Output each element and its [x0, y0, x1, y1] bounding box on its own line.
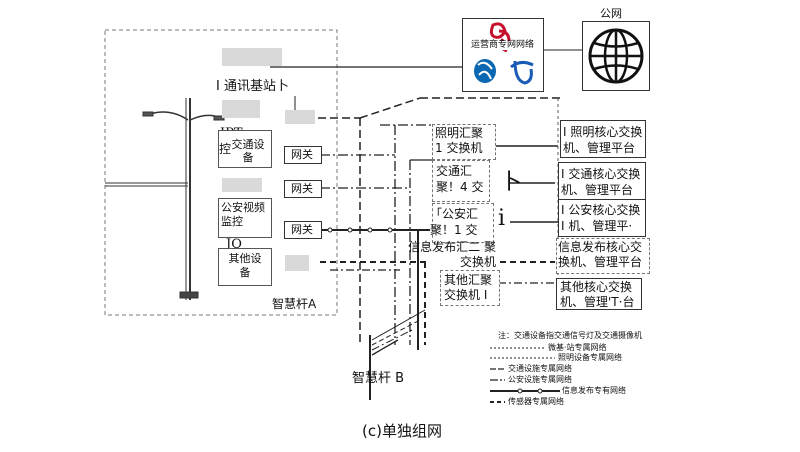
legend-item: 公安设施专属网络 [508, 375, 572, 384]
operator-box [462, 18, 544, 92]
police-aggregation-box [432, 203, 494, 243]
info-aggregation-label: 信息发布汇二 聚交换机 [408, 240, 496, 269]
lighting-unit [222, 100, 260, 118]
gateway-police: 网关 [284, 221, 322, 239]
traffic-camera-unit [222, 178, 262, 192]
china-mobile-logo [474, 59, 496, 83]
pole-a-frame [104, 29, 338, 316]
internet-box [582, 21, 650, 91]
traffic-device-label: 交通设备 [231, 138, 265, 164]
figure-caption: (c)单独组网 [362, 422, 442, 440]
police-core-box [558, 199, 646, 237]
mark-bu: 卜 [500, 170, 523, 195]
base-station-unit [222, 48, 282, 66]
pole-a-label: 智慧杆A [272, 297, 317, 311]
legend-item: 照明设备专属网络 [558, 353, 622, 362]
gateway-label: 网关 [291, 223, 313, 236]
base-station-label: I 通讯基站卜 [216, 79, 289, 94]
legend-note: 注：交通设备指交通信号灯及交通摄像机 [498, 331, 642, 340]
legend-item: 信息发布专有网络 [562, 386, 626, 395]
operators-label: 运营商专网网络 [470, 40, 536, 50]
other-device-label: 其他设备 [228, 252, 262, 279]
gateway-lighting: 网关 [284, 146, 322, 164]
pole-b-label: 智慧杆 B [352, 371, 405, 386]
other-aggregation-box [440, 270, 500, 306]
other-device-box [218, 248, 272, 286]
police-core-label: I 公安核心交换 I 机、管理平· [561, 203, 641, 233]
micro-unit [285, 110, 315, 124]
light-pole-drawing [105, 98, 225, 300]
gateway-label: 网关 [291, 148, 313, 161]
gateway-label: 网关 [291, 182, 313, 195]
traffic-aggregation-label: 交通汇聚！4 交 [436, 164, 484, 194]
lighting-core-label: I 照明核心交换 机、管理平台 [563, 125, 643, 155]
lighting-core-box [560, 120, 646, 158]
jo-text: JO [226, 237, 242, 252]
lighting-aggregation-box [432, 124, 496, 160]
police-video-label: 公安视频监控 [221, 201, 265, 228]
traffic-aggregation-box [432, 160, 490, 202]
mark-i: i [498, 206, 506, 231]
lighting-control-text: 控 [219, 142, 232, 156]
other-aggregation-label: 其他汇聚 交换机 I [444, 273, 493, 302]
info-core-box [556, 238, 650, 274]
other-core-box [556, 278, 642, 310]
info-core-label: 信息发布核心交 换机、管理平台 [558, 240, 643, 269]
globe-icon [588, 28, 644, 84]
other-unit [285, 255, 309, 271]
legend-item: 传感器专属网络 [508, 397, 564, 406]
legend-item: 交通设施专属网络 [508, 364, 572, 373]
traffic-device-box [218, 130, 272, 168]
china-telecom-logo [510, 60, 534, 85]
legend-item: 微基·站专属网络 [548, 343, 607, 352]
other-core-label: 其他核心交换机、管理'T·台 [560, 280, 635, 309]
internet-label: 公网 [600, 7, 622, 20]
police-aggregation-label: 「公安汇聚！1 交 [430, 207, 479, 237]
police-video-box [218, 198, 272, 238]
lighting-aggregation-label: 照明汇聚 1 交换机 [435, 126, 484, 155]
gateway-traffic: 网关 [284, 180, 322, 198]
traffic-core-label: I 交通核心交换 机、管理平台 [561, 167, 641, 197]
